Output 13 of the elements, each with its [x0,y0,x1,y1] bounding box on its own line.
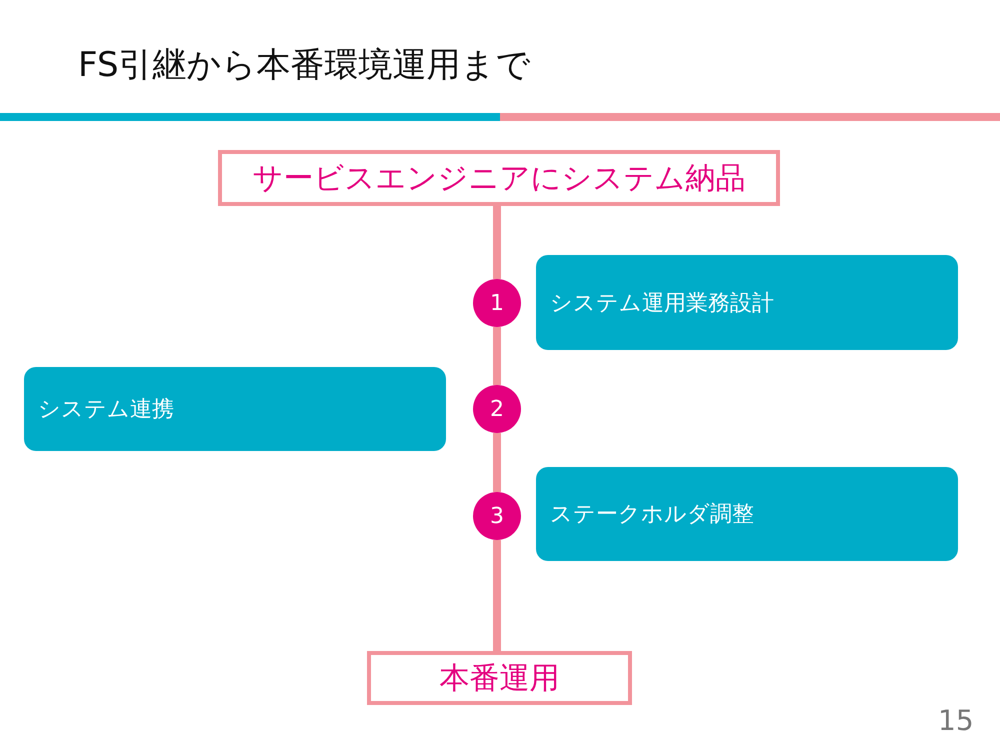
step-circle: 1 [473,279,521,327]
outlined-box: サービスエンジニアにシステム納品 [218,150,780,206]
connector-line [493,540,501,651]
step-card: ステークホルダ調整 [536,467,958,561]
outlined-box: 本番運用 [367,651,632,705]
slide-title: FS引継から本番環境運用まで [78,44,531,87]
step-card: システム運用業務設計 [536,255,958,350]
connector-line [493,206,501,279]
page-number: 15 [938,704,974,737]
step-card: システム連携 [24,367,446,451]
step-circle: 3 [473,492,521,540]
connector-line [493,327,501,385]
step-circle: 2 [473,385,521,433]
